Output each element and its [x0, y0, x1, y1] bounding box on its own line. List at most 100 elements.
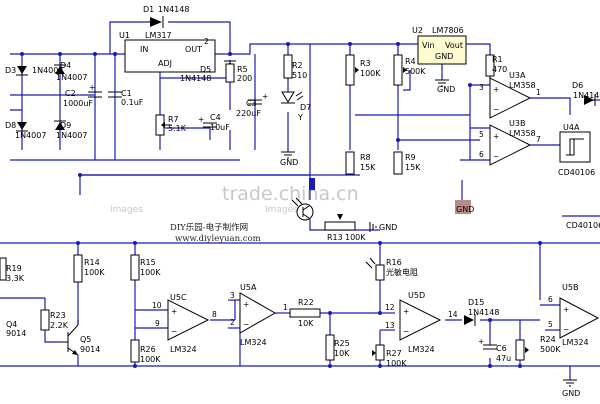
resistor-r26 [130, 339, 140, 363]
value-c2: 1000uF [63, 99, 93, 108]
value-u5b: LM324 [562, 338, 589, 347]
u1-adj-pin: ADJ [158, 59, 172, 68]
value-d3: 1N4007 [32, 66, 63, 75]
value-r22: 10K [298, 319, 314, 328]
label-r3: R3 [360, 59, 371, 68]
label-u2: U2 [412, 26, 423, 35]
value-u5a: LM324 [240, 338, 267, 347]
value-u1: LM317 [145, 31, 172, 40]
ground-symbol-5 [563, 379, 577, 387]
label-d6: D6 [572, 81, 583, 90]
u2-gnd-pin: GND [435, 52, 453, 61]
resistor-r8 [345, 151, 355, 175]
resistor-r23 [40, 309, 50, 331]
label-r1: R1 [492, 55, 503, 64]
resistor-r2 [283, 54, 293, 79]
label-r22: R22 [298, 298, 314, 307]
value-r8: 15K [360, 163, 376, 172]
label-q4: Q4 [6, 320, 17, 329]
resistor-r19 [0, 257, 7, 281]
svg-text:+: + [198, 115, 204, 124]
svg-text:+: + [478, 337, 484, 346]
u5a-pin-2: 2 [230, 318, 235, 327]
label-u3b: U3B [509, 119, 525, 128]
ground-symbol-2 [435, 79, 449, 87]
value-r27: 100K [386, 359, 407, 368]
schmitt-trigger-u4a [559, 131, 591, 163]
label-r14: R14 [84, 258, 100, 267]
svg-text:+: + [243, 300, 249, 309]
u2-vin-pin: Vin [422, 41, 435, 50]
label-u5c: U5C [170, 293, 187, 302]
regulator-u1-body [124, 39, 216, 73]
value-r3: 100K [360, 69, 381, 78]
value-r23: 2.2K [50, 321, 69, 330]
value-d8: 1N4007 [15, 131, 46, 140]
label-u4a: U4A [563, 123, 580, 132]
label-r15: R15 [140, 258, 156, 267]
value-u4a: CD40106 [558, 168, 595, 177]
potentiometer-r27 [375, 344, 385, 361]
value-u5c: LM324 [170, 345, 197, 354]
diode-d15 [464, 314, 476, 326]
u5c-pin-9: 9 [155, 319, 160, 328]
phototransistor-sensor [291, 197, 314, 221]
ground-symbol-1 [281, 151, 295, 159]
svg-text:−: − [171, 327, 177, 336]
label-r27: R27 [386, 349, 402, 358]
resistor-r1 [485, 54, 495, 77]
value-r24: 500K [540, 345, 561, 354]
value-r14: 100K [84, 268, 105, 277]
u2-vout-pin: Vout [445, 41, 463, 50]
value-d15: 1N4148 [468, 308, 499, 317]
photoresistor-r16 [375, 264, 385, 281]
diode-d4 [54, 64, 66, 74]
label-r16: R16 [386, 258, 402, 267]
svg-text:+: + [403, 307, 409, 316]
value-d9: 1N4007 [56, 131, 87, 140]
label-r7: R7 [168, 115, 179, 124]
u5c-pin-8: 8 [212, 310, 217, 319]
gnd-label-1: GND [280, 158, 298, 167]
label-r5: R5 [237, 65, 248, 74]
label-d15: D15 [468, 298, 484, 307]
resistor-r14 [73, 254, 83, 283]
svg-text:−: − [493, 105, 499, 114]
resistor-r5 [225, 63, 235, 83]
value-r16: 光敏电阻 [386, 267, 418, 277]
svg-text:−: − [493, 152, 499, 161]
opamp-u5b [559, 297, 600, 339]
label-c6: C6 [496, 344, 507, 353]
capacitor-c2: + [88, 83, 102, 98]
hysteresis-icon [566, 138, 584, 156]
u5d-pin-12: 12 [385, 303, 395, 312]
label-q5: Q5 [80, 335, 91, 344]
svg-text:+: + [171, 307, 177, 316]
value-q4: 9014 [6, 329, 26, 338]
label-u5a: U5A [240, 283, 257, 292]
label-r25: R25 [334, 339, 350, 348]
transistor-q5 [60, 324, 79, 356]
gnd-label-4: GND [379, 223, 397, 232]
value-c6: 47u [496, 354, 511, 363]
label-d9: D9 [60, 121, 71, 130]
potentiometer-r13 [324, 221, 356, 231]
watermark-text: trade.china.cn [222, 183, 359, 205]
value-c4: 10uF [210, 123, 230, 132]
label-d5: D5 [200, 65, 211, 74]
label-d7: D7 [300, 103, 311, 112]
diode-d3 [16, 66, 28, 76]
label-r8: R8 [360, 153, 371, 162]
regulator-u2-body [417, 35, 467, 65]
opamp-u5a [239, 292, 277, 334]
potentiometer-r3 [345, 54, 355, 86]
u5a-pin-1: 1 [283, 303, 288, 312]
diode-d1 [150, 16, 164, 28]
label-r4: R4 [405, 57, 416, 66]
svg-text:−: − [563, 325, 569, 334]
label-u5b: U5B [562, 283, 578, 292]
svg-text:+: + [262, 92, 268, 101]
label-r19: R19 [6, 264, 22, 273]
value-u3a: LM358 [509, 81, 536, 90]
opamp-u5c [167, 299, 210, 341]
